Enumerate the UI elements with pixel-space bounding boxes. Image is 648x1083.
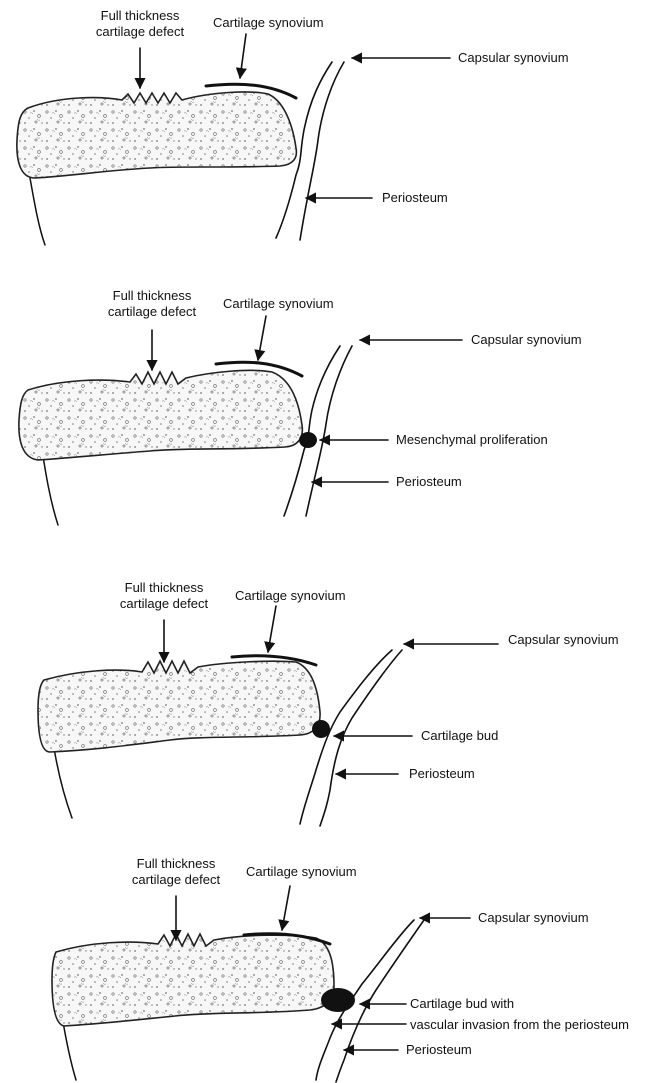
capsular-synovium-label: Capsular synovium	[478, 910, 589, 925]
cartilage-synovium-arrow	[258, 316, 266, 360]
capsular-synovium-label: Capsular synovium	[508, 632, 619, 647]
cartilage-block	[38, 661, 320, 752]
mesenchymal-proliferation-nodule	[299, 432, 317, 448]
periosteum-line	[306, 346, 352, 516]
defect-label-line1: Full thickness	[137, 856, 216, 871]
periosteum-label: Periosteum	[409, 766, 475, 781]
cartilage-block	[52, 934, 334, 1026]
panel-1: Full thickness cartilage defect Cartilag…	[17, 8, 569, 245]
cartilage-block	[19, 370, 303, 460]
defect-label-line2: cartilage defect	[132, 872, 221, 887]
cartilage-bud-vascular	[321, 988, 355, 1012]
cartilage-bud-label: Cartilage bud	[421, 728, 498, 743]
periosteum-label: Periosteum	[406, 1042, 472, 1057]
defect-label-line1: Full thickness	[101, 8, 180, 23]
defect-label-line2: cartilage defect	[108, 304, 197, 319]
defect-label-line2: cartilage defect	[96, 24, 185, 39]
capsular-synovium-line	[300, 650, 392, 824]
periosteum-label: Periosteum	[396, 474, 462, 489]
periosteum-line	[300, 62, 344, 240]
cartilage-synovium-label: Cartilage synovium	[246, 864, 357, 879]
panel-4: Full thickness cartilage defect Cartilag…	[52, 856, 629, 1082]
bone-shaft-outline	[42, 450, 58, 525]
cartilage-bud	[312, 720, 330, 738]
cartilage-bud-label-line1: Cartilage bud with	[410, 996, 514, 1011]
cartilage-block	[17, 92, 297, 178]
cartilage-synovium-label: Cartilage synovium	[235, 588, 346, 603]
cartilage-synovium-label: Cartilage synovium	[223, 296, 334, 311]
periosteum-label: Periosteum	[382, 190, 448, 205]
panel-3: Full thickness cartilage defect Cartilag…	[38, 580, 619, 826]
cartilage-synovium-arrow	[240, 34, 246, 78]
defect-label-line1: Full thickness	[125, 580, 204, 595]
defect-label-line1: Full thickness	[113, 288, 192, 303]
capsular-synovium-label: Capsular synovium	[471, 332, 582, 347]
cartilage-bud-label-line2: vascular invasion from the periosteum	[410, 1017, 629, 1032]
capsular-synovium-label: Capsular synovium	[458, 50, 569, 65]
cartilage-synovium-label: Cartilage synovium	[213, 15, 324, 30]
cartilage-synovium-arrow	[282, 886, 290, 930]
cartilage-synovium-arrow	[268, 606, 276, 652]
periosteum-line	[320, 650, 402, 826]
defect-label-line2: cartilage defect	[120, 596, 209, 611]
mesenchymal-proliferation-label: Mesenchymal proliferation	[396, 432, 548, 447]
panel-2: Full thickness cartilage defect Cartilag…	[19, 288, 582, 525]
bone-shaft-outline	[54, 748, 72, 818]
bone-shaft-outline	[30, 178, 45, 245]
